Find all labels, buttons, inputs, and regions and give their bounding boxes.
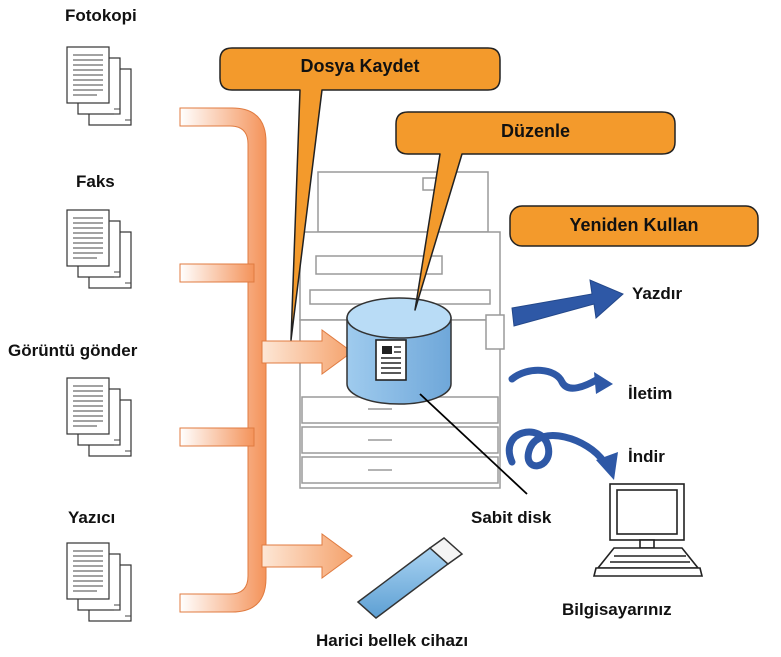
download-output-label: İndir (628, 447, 665, 466)
reuse-callout-label: Yeniden Kullan (569, 215, 699, 235)
transmit-output-arrow (508, 366, 602, 392)
fax-label: Faks (76, 172, 115, 191)
image-send-label: Görüntü gönder (8, 341, 138, 360)
printer-document-stack-icon (66, 542, 132, 622)
edit-callout-bubble (395, 111, 676, 311)
save-file-callout-label: Dosya Kaydet (300, 56, 420, 76)
external-memory-device-icon (356, 537, 464, 619)
input-flow-bus (179, 107, 267, 613)
computer-icon (592, 483, 704, 577)
copy-document-stack-icon (66, 46, 132, 126)
download-output-arrowhead (596, 452, 618, 480)
transmit-output-arrowhead (594, 372, 613, 394)
transmit-output-label: İletim (628, 384, 673, 403)
edit-callout-label: Düzenle (500, 121, 570, 141)
hard-disk-label: Sabit disk (471, 508, 552, 527)
fax-branch (179, 263, 255, 283)
arrow-to-external-memory (261, 533, 353, 579)
download-output-arrow (506, 428, 608, 470)
reuse-callout-bubble (509, 205, 759, 247)
save-file-callout-bubble (219, 47, 501, 341)
hard-disk-leader-line (419, 393, 528, 495)
hard-disk-icon (346, 297, 452, 405)
external-memory-label: Harici bellek cihazı (316, 631, 469, 650)
your-computer-label: Bilgisayarınız (562, 600, 672, 619)
copy-label: Fotokopi (65, 6, 137, 25)
multifunction-printer-icon (299, 171, 505, 489)
image-send-branch (179, 427, 255, 447)
print-output-arrow (511, 279, 624, 327)
arrow-to-hard-disk (261, 329, 353, 375)
printer-label: Yazıcı (68, 508, 116, 527)
image-send-document-stack-icon (66, 377, 132, 457)
fax-document-stack-icon (66, 209, 132, 289)
print-output-label: Yazdır (632, 284, 683, 303)
